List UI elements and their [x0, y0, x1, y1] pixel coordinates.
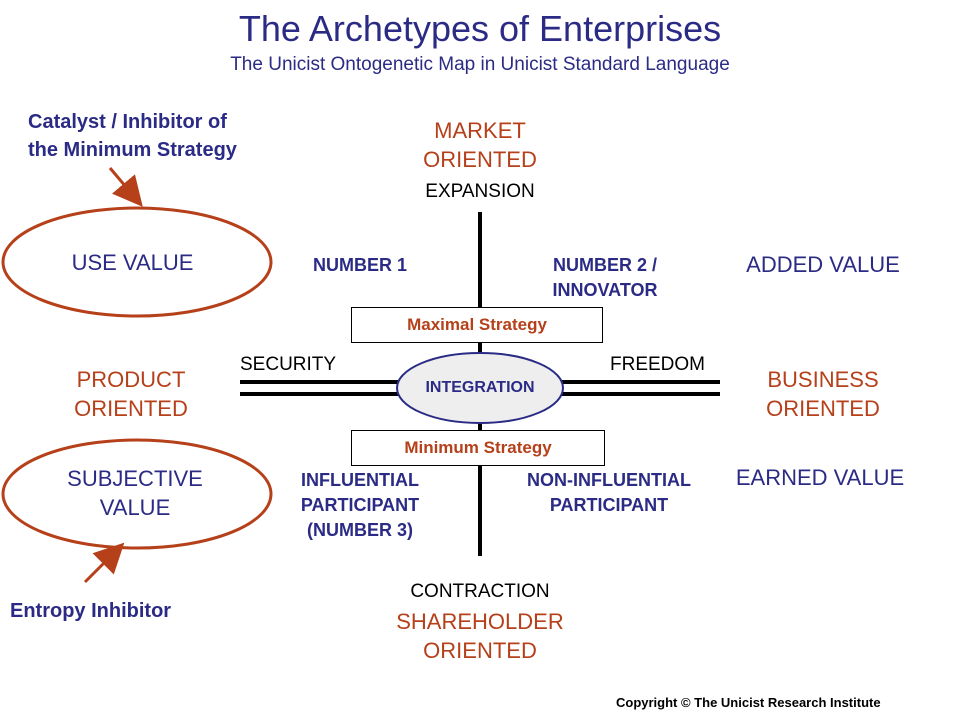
quadrant-influential-participant: INFLUENTIAL PARTICIPANT (NUMBER 3) — [300, 470, 420, 540]
business-oriented-label: BUSINESS ORIENTED — [766, 367, 880, 421]
maximal-strategy-label: Maximal Strategy — [407, 315, 547, 334]
entropy-arrow — [83, 542, 125, 584]
subjective-value-label: SUBJECTIVE VALUE — [67, 466, 203, 520]
expansion-label: EXPANSION — [425, 181, 535, 202]
catalyst-arrow — [108, 167, 143, 207]
minimum-strategy-label: Minimum Strategy — [404, 438, 552, 457]
market-oriented-label: MARKET ORIENTED — [423, 118, 537, 172]
maximal-strategy-box: Maximal Strategy — [351, 307, 603, 343]
quadrant-number-1: NUMBER 1 — [312, 255, 407, 275]
use-value-label: USE VALUE — [71, 250, 194, 275]
product-oriented-label: PRODUCT ORIENTED — [74, 367, 188, 421]
security-label: SECURITY — [240, 354, 337, 375]
page-subtitle: The Unicist Ontogenetic Map in Unicist S… — [230, 54, 730, 75]
integration-label: INTEGRATION — [425, 379, 535, 396]
integration-ellipse — [396, 352, 564, 424]
minimum-strategy-box: Minimum Strategy — [351, 430, 605, 466]
contraction-label: CONTRACTION — [410, 581, 550, 602]
quadrant-non-influential-participant: NON-INFLUENTIAL PARTICIPANT — [527, 470, 691, 515]
entropy-inhibitor-annotation: Entropy Inhibitor — [10, 600, 172, 622]
use-value-ellipse — [1, 206, 273, 318]
quadrant-number-2-innovator: NUMBER 2 / INNOVATOR — [552, 255, 658, 300]
catalyst-annotation: Catalyst / Inhibitor of the Minimum Stra… — [28, 111, 237, 161]
subjective-value-ellipse — [1, 438, 273, 550]
freedom-label: FREEDOM — [610, 354, 705, 375]
earned-value-label: EARNED VALUE — [735, 465, 905, 490]
added-value-label: ADDED VALUE — [746, 252, 900, 277]
copyright-notice: Copyright © The Unicist Research Institu… — [616, 695, 881, 710]
page-title: The Archetypes of Enterprises — [238, 8, 722, 49]
shareholder-oriented-label: SHAREHOLDER ORIENTED — [396, 609, 564, 663]
